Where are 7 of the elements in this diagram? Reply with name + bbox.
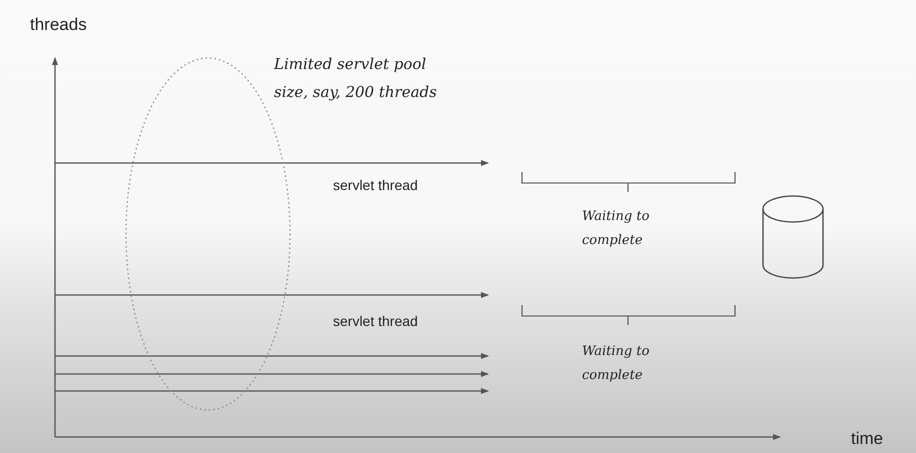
annotation-note: Limited servlet pool size, say, 200 threads — [274, 54, 438, 103]
axis-label: time — [851, 428, 884, 450]
annotation-label: servlet thread — [333, 176, 419, 195]
annotation-label: Waiting to complete — [582, 343, 650, 385]
annotation-label: servlet thread — [333, 312, 419, 331]
annotation-label: Waiting to complete — [582, 208, 650, 250]
axis-label: threads — [30, 14, 88, 36]
